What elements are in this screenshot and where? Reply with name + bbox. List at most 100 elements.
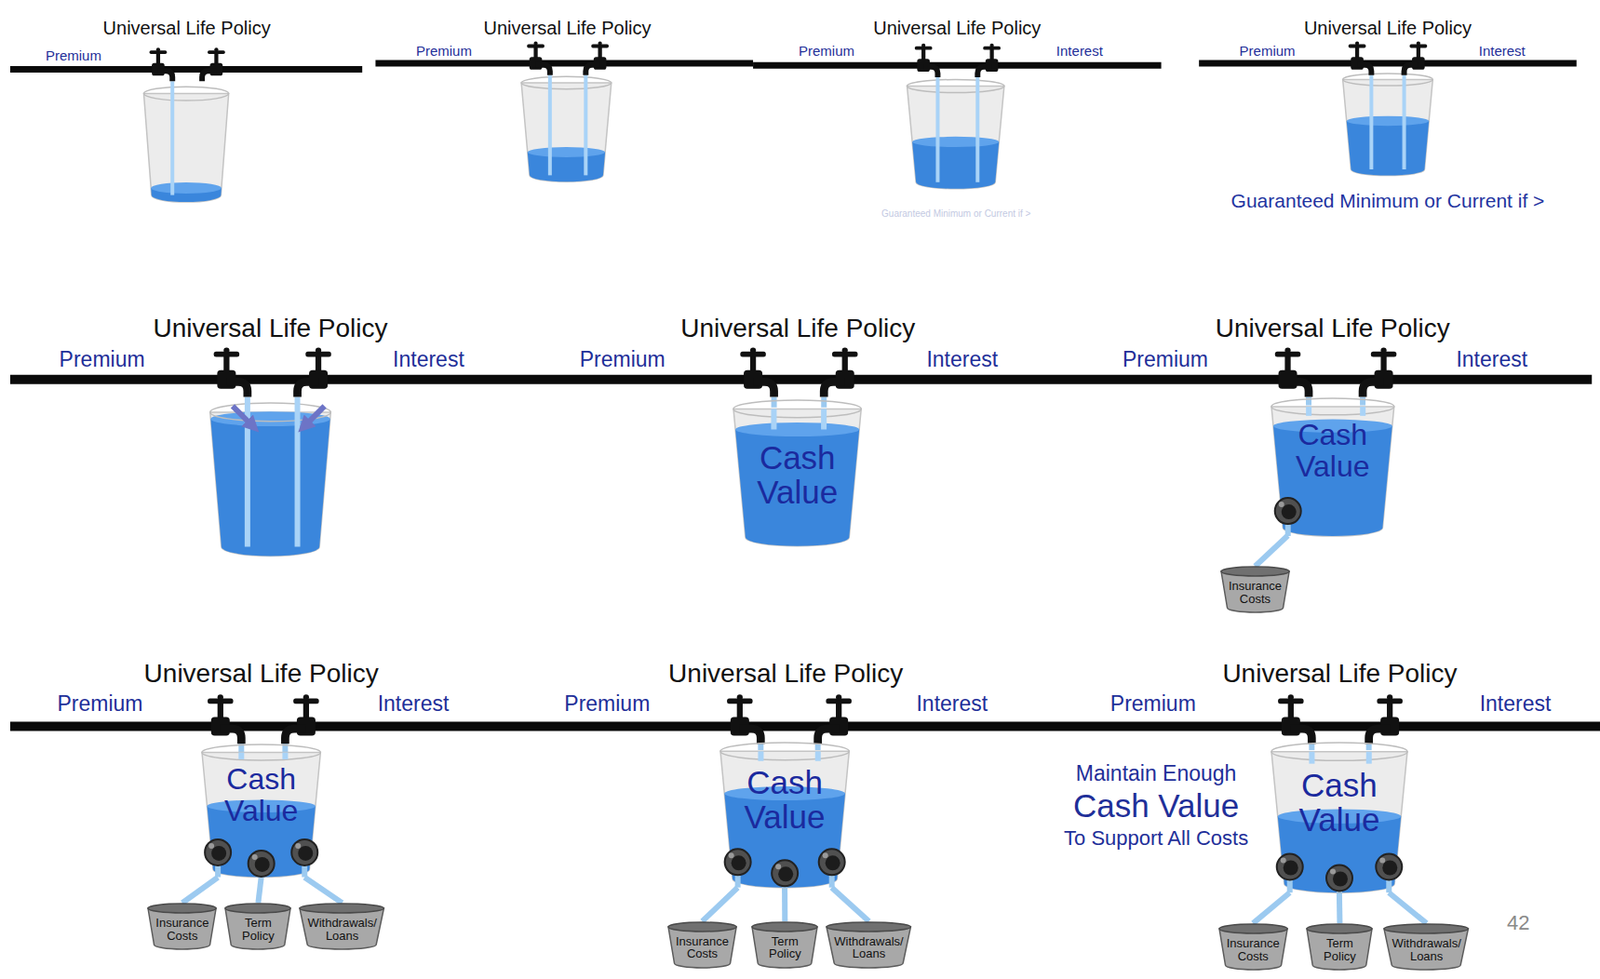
flow-label: Interest [915, 691, 988, 716]
faucet-spout [284, 728, 307, 744]
flow-label: Premium [45, 48, 102, 65]
flow-label: Interest [1056, 42, 1103, 59]
spout-opening [825, 855, 841, 871]
water-stream [820, 408, 827, 430]
shape-group [147, 903, 216, 950]
faucet [818, 694, 852, 744]
cash-value-cup: Cash Value [1270, 742, 1409, 893]
faucet [201, 47, 226, 81]
water-stream [1305, 405, 1312, 416]
spout-opening [1281, 504, 1297, 520]
outflow-stream [1252, 892, 1290, 924]
faucet-knob [303, 694, 310, 700]
outflow-stream [182, 877, 218, 903]
spout-shine [728, 852, 735, 859]
bucket-text: Term Policy [242, 916, 275, 942]
spout-opening [731, 855, 747, 871]
faucet-stem [156, 53, 161, 65]
faucet [726, 694, 761, 744]
bucket-rim [1221, 566, 1290, 577]
water-pipe [752, 62, 1162, 69]
water-stream [1369, 75, 1373, 170]
spout [1277, 854, 1304, 881]
water-stream [1402, 75, 1407, 170]
faucet [207, 694, 242, 744]
spout-shine [822, 852, 829, 859]
rate-note: Guaranteed Minimum or Current if > [1231, 189, 1546, 213]
bucket-rim [225, 903, 291, 914]
bucket-text: Withdrawals/ Loans [307, 916, 377, 942]
shape-group [752, 922, 818, 969]
faucet-spout [158, 70, 173, 81]
policy-title: Universal Life Policy [483, 16, 651, 39]
flow-label: Premium [564, 691, 650, 716]
faucet-stem [214, 53, 218, 65]
bucket-rim [826, 922, 911, 932]
cash-value-cup: Cash Value [719, 742, 850, 888]
faucet [823, 347, 858, 397]
flow-label: Interest [392, 347, 465, 372]
policy-title: Universal Life Policy [1304, 16, 1472, 39]
faucet-knob [156, 47, 161, 52]
policy-title: Universal Life Policy [680, 313, 915, 344]
spout-opening [255, 857, 270, 873]
spout [1326, 865, 1353, 892]
outflow-stream [702, 887, 739, 922]
bucket-text: Term Policy [1323, 937, 1357, 963]
spout [771, 860, 798, 887]
cash-value-cup: Cash Value [732, 400, 862, 547]
cup-text: Cash Value [756, 441, 838, 511]
flow-label: Premium [1110, 691, 1197, 716]
glass-rim [1271, 398, 1395, 416]
faucet-stem [217, 701, 224, 719]
glass-rim [521, 76, 612, 90]
shape-group [1384, 924, 1468, 970]
callout-text: Maintain Enough [1075, 761, 1237, 786]
faucet-knob [921, 43, 926, 48]
faucet-stem [533, 46, 538, 58]
page-number: 42 [1506, 911, 1530, 935]
faucet-stem [737, 701, 743, 719]
water-stream [282, 752, 288, 760]
faucet [1277, 694, 1312, 744]
flow-label: Premium [1239, 42, 1296, 59]
cup-text: Cash Value [224, 764, 298, 827]
faucet-stem [223, 355, 229, 373]
glass-body [907, 86, 1005, 189]
bucket-text: Insurance Costs [1226, 937, 1280, 963]
bucket-text: Withdrawals/ Loans [833, 935, 903, 961]
shape-group [1271, 742, 1408, 893]
bucket-text: Withdrawals/ Loans [1391, 937, 1461, 963]
glass-body [1271, 405, 1395, 536]
spout-shine [1330, 869, 1336, 875]
policy-title: Universal Life Policy [1222, 658, 1457, 688]
water-stream [1308, 752, 1315, 765]
faucet [739, 347, 774, 397]
policy-title: Universal Life Policy [152, 313, 388, 344]
water-stream [1366, 743, 1372, 751]
faucet-knob [1284, 347, 1291, 353]
faucet-spout [1357, 65, 1372, 76]
spout [291, 839, 318, 866]
faucet [1362, 347, 1397, 397]
water [912, 141, 999, 189]
glass-rim [720, 742, 849, 761]
spout-shine [1379, 858, 1385, 864]
water-stream [583, 75, 588, 176]
spout-opening [297, 846, 313, 861]
faucet-stem [1288, 701, 1294, 719]
shape-group [1221, 566, 1290, 613]
faucet-knob [989, 43, 994, 48]
shape-group [1271, 398, 1395, 537]
shape-group [201, 744, 321, 878]
water-stream [820, 397, 827, 408]
outflow-stream [832, 887, 870, 922]
glass-cup [907, 80, 1005, 189]
water-stream [238, 752, 244, 760]
spout-shine [1278, 501, 1285, 508]
cost-bucket: Insurance Costs [1220, 565, 1291, 613]
shape-group [225, 903, 291, 950]
glass-rim [201, 744, 321, 761]
spout-opening [778, 866, 794, 882]
